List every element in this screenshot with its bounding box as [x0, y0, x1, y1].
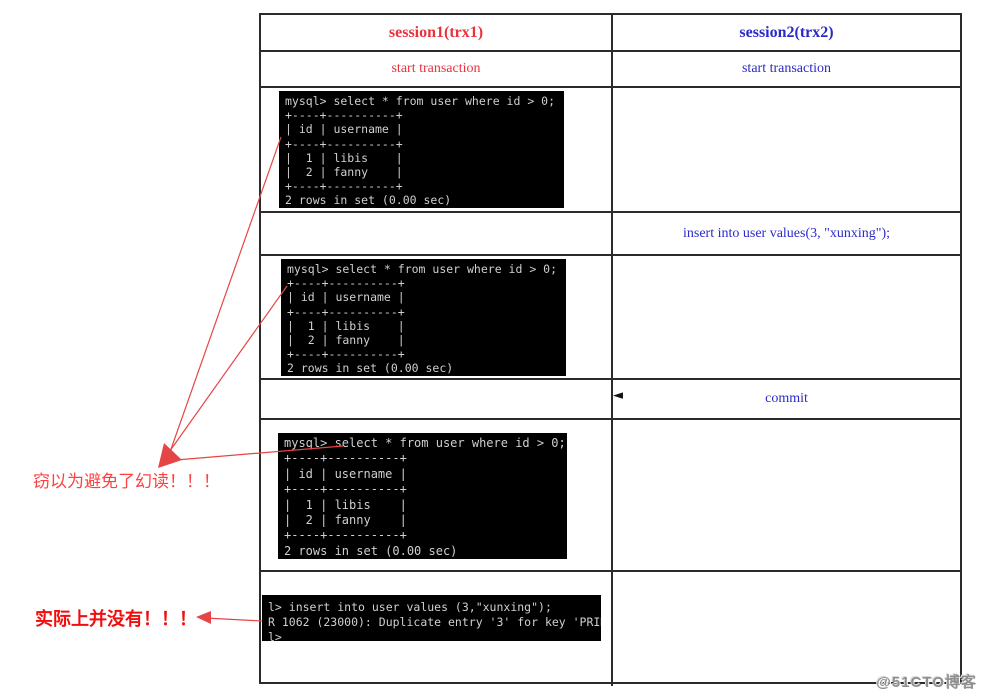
- start-transaction-right-label: start transaction: [741, 61, 832, 76]
- cell-third-select-session1: [261, 420, 613, 572]
- header-session2-label: session2(trx2): [739, 23, 834, 41]
- arrowhead-actually-not: [196, 611, 211, 624]
- insert-statement-label: insert into user values(3, "xunxing");: [682, 225, 890, 241]
- cell-first-select-session1: [261, 88, 613, 213]
- terminal-screenshot-insert-duplicate-error: l> insert into user values (3,"xunxing")…: [262, 595, 601, 641]
- annotation-actually-not: 实际上并没有！！！: [35, 609, 197, 629]
- terminal-screenshot-third-select: mysql> select * from user where id > 0; …: [278, 433, 567, 559]
- cell-commit-session2: commit: [613, 380, 960, 420]
- annotation-assumed-no-phantom-read: 窃以为避免了幻读！！！: [33, 472, 220, 491]
- header-session1-label: session1(trx1): [388, 23, 484, 41]
- cell-insert-error-session1: [261, 572, 613, 686]
- terminal-screenshot-first-select: mysql> select * from user where id > 0; …: [279, 91, 564, 208]
- commit-left-arrow-icon: ◄: [613, 388, 623, 403]
- cell-empty-session2-row8: [613, 572, 960, 686]
- cell-second-select-session1: [261, 256, 613, 380]
- arrowhead-converge: [158, 443, 182, 468]
- start-transaction-left-label: start transaction: [391, 61, 481, 76]
- arrow-line-actually-not: [204, 617, 263, 622]
- watermark-51cto: @51CTO博客: [876, 674, 977, 691]
- header-session1: session1(trx1): [261, 15, 613, 52]
- cell-empty-session2-row5: [613, 256, 960, 380]
- cell-start-transaction-session2: start transaction: [613, 52, 960, 88]
- commit-label: commit: [765, 391, 808, 406]
- cell-insert-session2: insert into user values(3, "xunxing");: [613, 213, 960, 256]
- header-session2: session2(trx2): [613, 15, 960, 52]
- terminal-screenshot-second-select: mysql> select * from user where id > 0; …: [281, 259, 566, 376]
- cell-empty-session2-row7: [613, 420, 960, 572]
- cell-empty-session1-row6: [261, 380, 613, 420]
- cell-empty-session1-row4: [261, 213, 613, 256]
- cell-start-transaction-session1: start transaction: [261, 52, 613, 88]
- cell-empty-session2-row3: [613, 88, 960, 213]
